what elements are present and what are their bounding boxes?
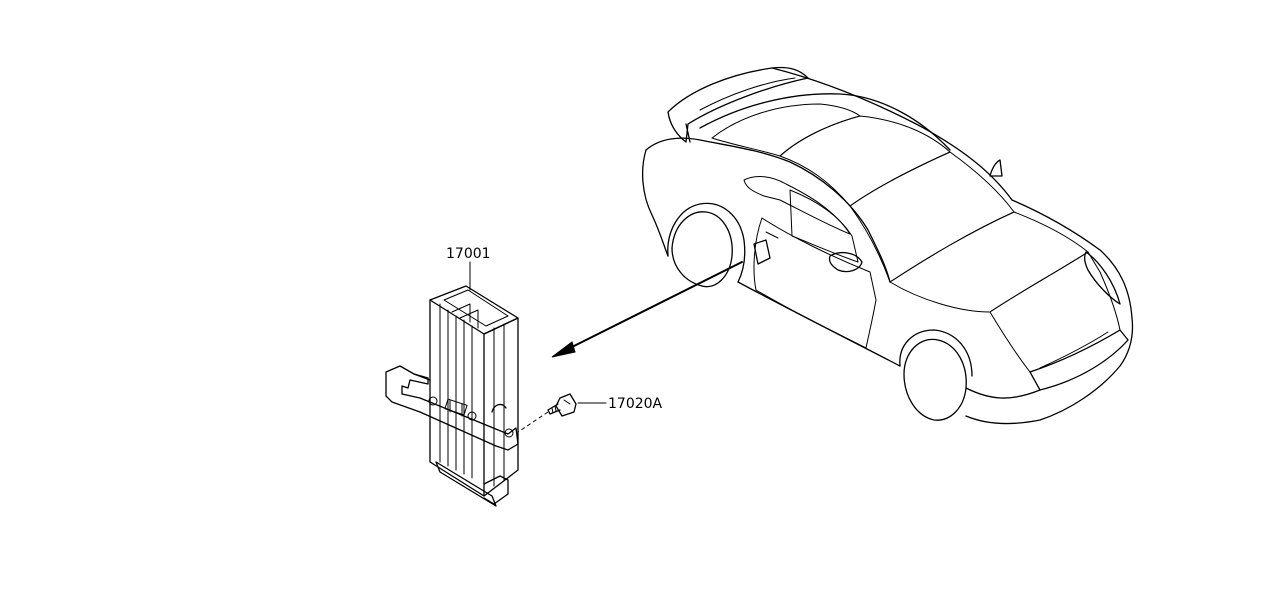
callout-17001: 17001 <box>446 246 491 291</box>
location-arrow <box>551 261 743 358</box>
control-module <box>429 285 519 507</box>
bolt <box>517 393 577 433</box>
bolt-part-number-label: 17020A <box>608 396 663 412</box>
car-outline <box>642 66 1134 425</box>
mounting-bracket <box>385 365 519 451</box>
module-part-number-label: 17001 <box>446 246 491 262</box>
callout-17020a: 17020A <box>577 396 663 412</box>
